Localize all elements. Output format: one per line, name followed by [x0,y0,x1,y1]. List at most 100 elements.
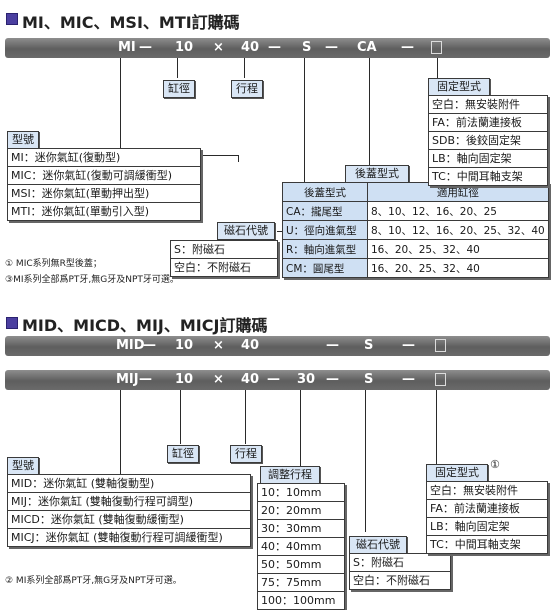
code-dash: — [268,40,281,55]
mount-item: FA：前法蘭連接板 [427,500,547,518]
code-mount-placeholder [435,339,446,352]
adjust-item: 75：75mm [258,574,344,592]
connector-line [365,390,366,532]
type-item: MTI：迷你氣缸(單動引入型) [11,205,150,218]
type-item: MIC：迷你氣缸(復動可調緩衝型) [8,167,200,185]
connector-line [304,58,305,231]
code-dash: — [139,372,152,387]
magnet-item: 空白：不附磁石 [353,574,430,587]
magnet-item: S：附磁石 [171,241,277,259]
code-model: MI [118,40,136,55]
code-model: MIJ [116,372,139,387]
connector-line [200,155,238,156]
table-cell: CA：攏尾型 [282,201,368,221]
code-bore: 10 [175,372,194,387]
section1-title: MI、MIC、MSI、MTI訂購碼 [22,13,240,32]
code-adjust: 30 [297,372,316,387]
mount-item: TC：中間耳軸支架 [432,170,523,183]
connector-line [369,58,370,165]
code-dash: — [402,338,415,353]
mount-item: 空白：無安裝附件 [427,482,547,500]
magnet-box: S：附磁石 空白：不附磁石 [349,553,451,590]
type-box: MI：迷你氣缸(復動型) MIC：迷你氣缸(復動可調緩衝型) MSI：迷你氣缸(… [7,148,201,221]
code-dash: — [325,40,338,55]
type-box-title: 型號 [7,131,39,149]
code-dash: — [267,372,280,387]
code-dash: — [326,338,339,353]
table-header: 適用缸徑 [367,182,549,202]
connector-line [437,58,438,80]
magnet-item: 空白：不附磁石 [174,261,251,274]
connector-line [120,390,121,474]
mount-item: LB：軸向固定架 [427,518,547,536]
mount-item: FA：前法蘭連接板 [429,114,547,132]
connector-line [177,58,178,78]
code-dash: — [143,338,156,353]
code-bore: 10 [175,40,194,55]
code-stroke: 40 [241,338,260,353]
connector-line [238,155,239,162]
connector-line [120,58,121,148]
type-box: MID：迷你氣缸 (雙軸復動型) MIJ：迷你氣缸 (雙軸復動行程可調型) MI… [7,474,251,547]
adjust-item: 10：10mm [258,484,344,502]
mount-item: SDB：後鉸固定架 [429,132,547,150]
section2-title: MID、MICD、MIJ、MICJ訂購碼 [22,316,268,335]
table-cell: 16、20、25、32、40 [367,239,549,259]
code-stroke: 40 [241,372,260,387]
connector-line [245,390,246,444]
bore-label: 缸徑 [167,445,199,463]
magnet-box-title: 磁石代號 [349,536,407,554]
mount-item: LB：軸向固定架 [429,150,547,168]
code-times: × [213,40,224,55]
type-item: MSI：迷你氣缸(單動押出型) [8,185,200,203]
stroke-label: 行程 [231,80,263,98]
order-code-bar-2: MIJ — 10 × 40 — 30 — S — [5,370,550,390]
code-dash: — [402,372,415,387]
table-cell: CM：圓尾型 [282,258,368,278]
mount-box-title: 固定型式 [428,78,490,96]
table-header: 後蓋型式 [282,182,368,202]
code-dash: — [401,40,414,55]
connector-line [180,390,181,444]
code-dash: — [326,372,339,387]
adjust-box: 10：10mm 20：20mm 30：30mm 40：40mm 50：50mm … [257,483,345,610]
code-magnet: S [364,372,374,387]
magnet-item: S：附磁石 [350,554,450,572]
table-cell: 8、10、12、16、20、25、32、40 [367,220,549,240]
note: ① MIC系列無R型後蓋； [5,259,102,269]
order-code-bar: MI — 10 × 40 — S — CA — [5,38,550,58]
footnote-mark: ① [490,458,500,471]
section-bullet-icon [6,13,18,25]
type-item: MICD：迷你氣缸 (雙軸復動緩衝型) [8,511,250,529]
code-mount-placeholder [431,41,442,54]
connector-line [244,58,245,78]
connector-line [436,390,437,464]
stroke-label: 行程 [230,445,262,463]
code-stroke: 40 [241,40,260,55]
type-item: MIJ：迷你氣缸 (雙軸復動行程可調型) [8,493,250,511]
type-box-title: 型號 [7,457,39,475]
code-magnet: S [364,338,374,353]
mount-box: 空白：無安裝附件 FA：前法蘭連接板 LB：軸向固定架 TC：中間耳軸支架 [426,481,548,554]
mount-box: 空白：無安裝附件 FA：前法蘭連接板 SDB：後鉸固定架 LB：軸向固定架 TC… [428,95,548,186]
type-item: MICJ：迷你氣缸 (雙軸復動行程可調緩衝型) [11,531,223,544]
magnet-box: S：附磁石 空白：不附磁石 [170,240,278,277]
note: ② MI系列全部爲PT牙,無G牙及NPT牙可選。 [5,576,182,586]
mount-item: 空白：無安裝附件 [429,96,547,114]
adjust-box-title: 調整行程 [260,466,320,484]
bore-label: 缸徑 [163,80,195,98]
connector-line [300,390,301,466]
adjust-item: 40：40mm [258,538,344,556]
table-cell: U：徑向進氣型 [282,220,368,240]
code-magnet: S [302,40,312,55]
note: ③MI系列全部爲PT牙,無G牙及NPT牙可選。 [5,275,179,285]
table-cell: R：軸向進氣型 [282,239,368,259]
table-cell: 8、10、12、16、20、25 [367,201,549,221]
magnet-box-title: 磁石代號 [217,222,275,240]
mount-item: TC：中間耳軸支架 [430,538,521,551]
code-times: × [213,372,224,387]
rear-cover-title: 後蓋型式 [345,165,409,183]
adjust-item: 100：100mm [261,594,336,607]
order-code-bar-1: MID — 10 × 40 — S — [5,336,550,356]
